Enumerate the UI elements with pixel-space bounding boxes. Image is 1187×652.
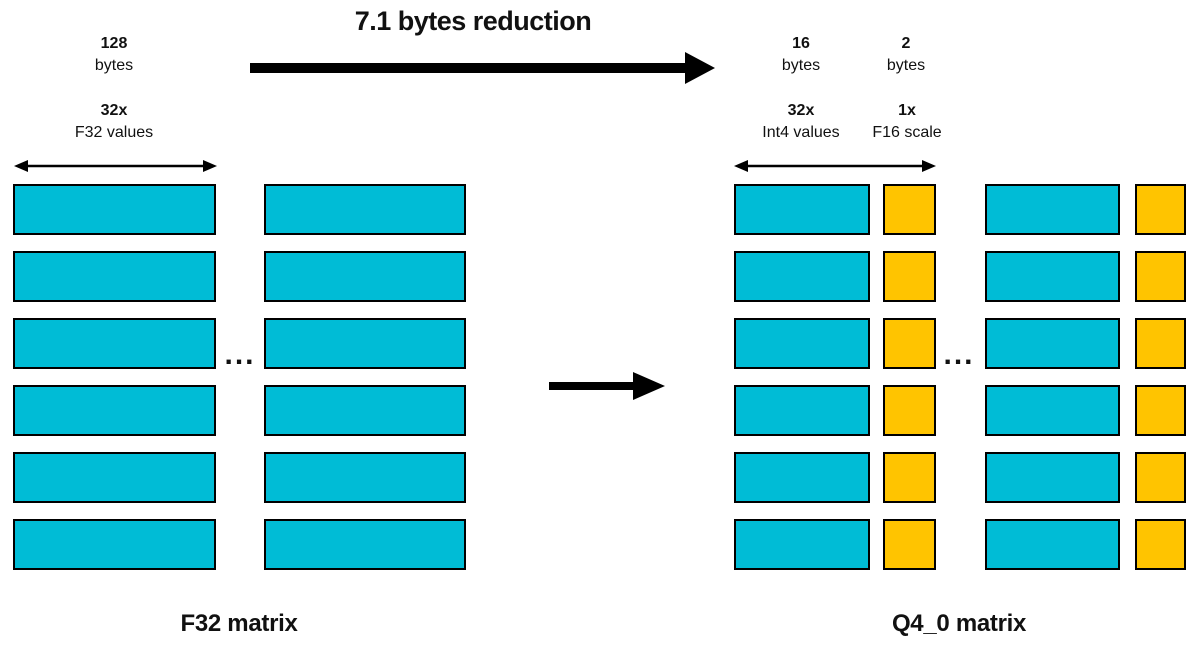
q4-value-block bbox=[985, 519, 1120, 570]
q4-values-count-unit: Int4 values bbox=[762, 124, 840, 141]
q4-value-block bbox=[985, 318, 1120, 369]
f32-value-block bbox=[13, 519, 216, 570]
f32-width-arrow-icon bbox=[14, 160, 217, 172]
q4-width-arrow-icon bbox=[734, 160, 936, 172]
f32-block-column-1 bbox=[13, 184, 216, 570]
q4-values-bytes-label: 16 bytes bbox=[741, 33, 861, 77]
q4-scale-bytes-label: 2 bytes bbox=[846, 33, 966, 77]
f32-bytes-value: 128 bbox=[100, 35, 128, 52]
q4-scale-block bbox=[1135, 452, 1186, 503]
f32-value-block bbox=[13, 184, 216, 235]
q4-values-count-value: 32x bbox=[787, 102, 815, 119]
f32-count-unit: F32 values bbox=[74, 124, 154, 141]
q4-scale-block bbox=[1135, 184, 1186, 235]
f32-matrix-label: F32 matrix bbox=[180, 610, 298, 637]
f32-value-block bbox=[13, 318, 216, 369]
q4-scale-bytes-unit: bytes bbox=[886, 57, 926, 74]
q4-value-block bbox=[734, 385, 870, 436]
f32-bytes-label: 128 bytes bbox=[54, 33, 174, 77]
q4-value-column-1 bbox=[734, 184, 870, 570]
q4-value-block bbox=[985, 385, 1120, 436]
f32-value-block bbox=[13, 385, 216, 436]
f32-value-block bbox=[264, 251, 466, 302]
q4-scale-block bbox=[1135, 251, 1186, 302]
q4-ellipsis: ... bbox=[943, 338, 975, 371]
f32-count-label: 32x F32 values bbox=[44, 100, 184, 144]
f32-block-column-2 bbox=[264, 184, 466, 570]
q4-value-block bbox=[985, 251, 1120, 302]
q4-scale-bytes-value: 2 bbox=[901, 35, 911, 52]
q4-values-bytes-value: 16 bbox=[792, 35, 810, 52]
q4-value-block bbox=[734, 318, 870, 369]
q4-scale-column-1 bbox=[883, 184, 936, 570]
q4-scale-block bbox=[883, 318, 936, 369]
f32-value-block bbox=[264, 385, 466, 436]
f32-value-block bbox=[264, 318, 466, 369]
q4-scale-block bbox=[883, 385, 936, 436]
f32-ellipsis: ... bbox=[224, 338, 256, 371]
q4-values-count-label: 32x Int4 values bbox=[731, 100, 871, 144]
q4-value-block bbox=[734, 251, 870, 302]
q4-scale-count-unit: F16 scale bbox=[872, 124, 942, 141]
f32-bytes-unit: bytes bbox=[94, 57, 134, 74]
q4-scale-block bbox=[1135, 385, 1186, 436]
q4-scale-block bbox=[883, 184, 936, 235]
q4-scale-column-2 bbox=[1135, 184, 1186, 570]
q4-value-block bbox=[734, 452, 870, 503]
q4-scale-block bbox=[883, 452, 936, 503]
q4-value-column-2 bbox=[985, 184, 1120, 570]
reduction-arrow-icon bbox=[250, 52, 715, 84]
f32-value-block bbox=[13, 251, 216, 302]
q4-value-block bbox=[734, 519, 870, 570]
q4-scale-block bbox=[883, 519, 936, 570]
f32-value-block bbox=[264, 519, 466, 570]
q4-value-block bbox=[985, 184, 1120, 235]
diagram-title: 7.1 bytes reduction bbox=[354, 6, 592, 36]
q4-value-block bbox=[734, 184, 870, 235]
q4-scale-block bbox=[1135, 318, 1186, 369]
transform-arrow-icon bbox=[549, 372, 665, 400]
q4-scale-block bbox=[1135, 519, 1186, 570]
q4-scale-count-label: 1x F16 scale bbox=[837, 100, 977, 144]
f32-count-value: 32x bbox=[100, 102, 128, 119]
f32-value-block bbox=[264, 452, 466, 503]
q4-value-block bbox=[985, 452, 1120, 503]
f32-value-block bbox=[264, 184, 466, 235]
f32-value-block bbox=[13, 452, 216, 503]
q4-matrix-label: Q4_0 matrix bbox=[891, 610, 1027, 637]
q4-values-bytes-unit: bytes bbox=[781, 57, 821, 74]
q4-scale-count-value: 1x bbox=[898, 102, 916, 119]
q4-scale-block bbox=[883, 251, 936, 302]
